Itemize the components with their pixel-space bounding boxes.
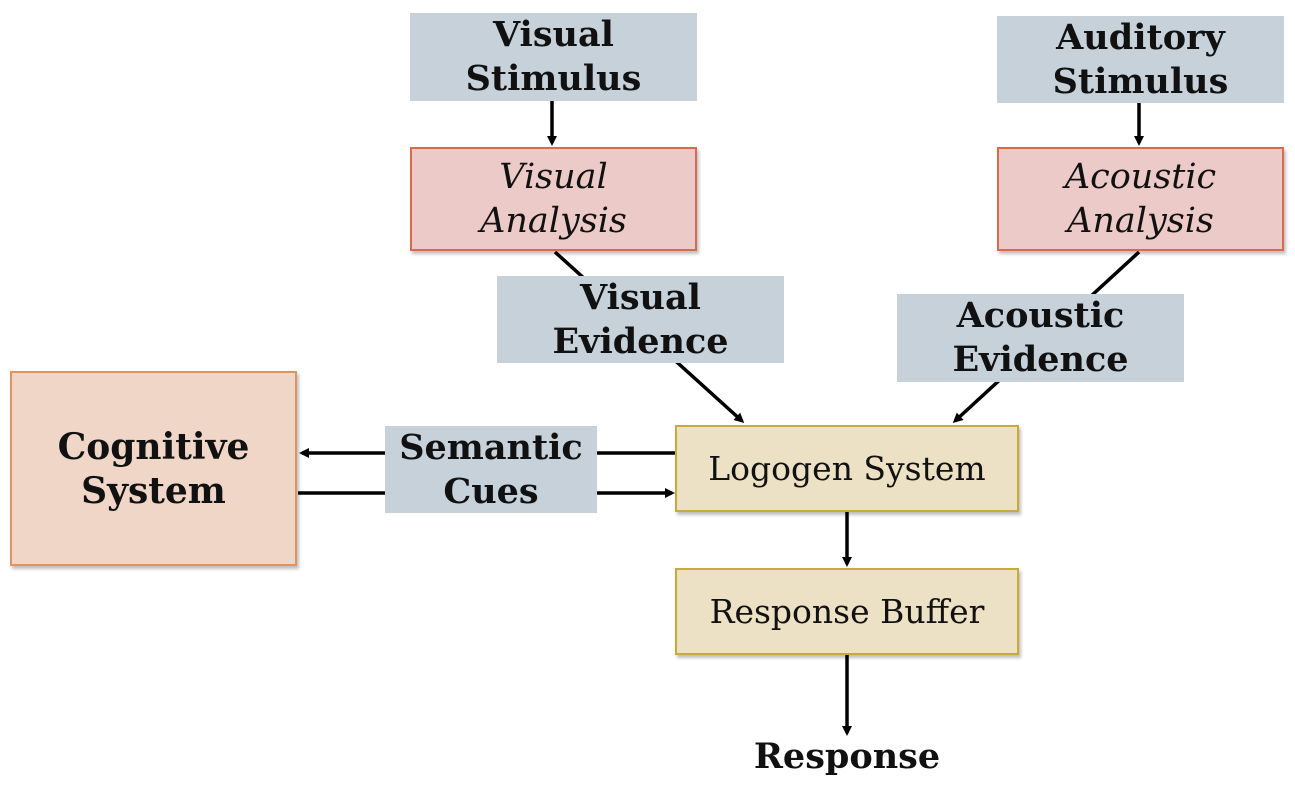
logogen-system-box: Logogen System (675, 425, 1019, 512)
visual-evidence-label: Visual Evidence (497, 276, 784, 363)
semantic-cues-label: Semantic Cues (385, 426, 597, 513)
acoustic-analysis-box: Acoustic Analysis (997, 147, 1284, 251)
visual-stimulus-box: Visual Stimulus (410, 13, 697, 101)
acoustic-evidence-label: Acoustic Evidence (897, 294, 1184, 382)
cognitive-system-box: Cognitive System (10, 371, 297, 566)
response-buffer-box: Response Buffer (675, 568, 1019, 655)
auditory-stimulus-box: Auditory Stimulus (997, 16, 1284, 103)
response-label: Response (753, 736, 941, 777)
visual-analysis-box: Visual Analysis (410, 147, 697, 251)
